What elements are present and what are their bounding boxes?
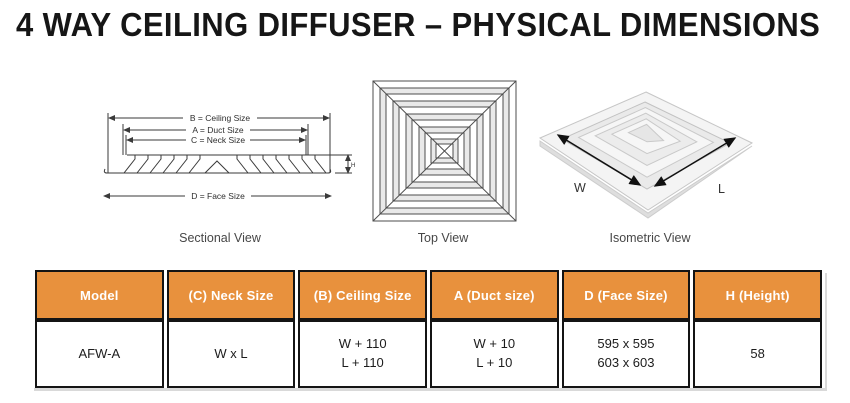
isometric-view-drawing: W L <box>534 86 769 236</box>
duct-size-w: W + 10 <box>473 336 516 352</box>
dim-label-duct-size: A = Duct Size <box>192 125 244 135</box>
height-value: 58 <box>750 345 765 361</box>
top-view-caption: Top View <box>417 231 469 245</box>
cell-duct-size: W + 10 L + 10 <box>429 320 559 388</box>
dim-label-ceiling-size: B = Ceiling Size <box>190 113 251 123</box>
cell-face-size: 595 x 595 603 x 603 <box>561 320 691 388</box>
top-view-drawing <box>372 80 517 222</box>
isometric-view-svg: W L <box>538 91 754 219</box>
table-row: AFW-A W x L W + 110 L + 110 W + 10 L + 1… <box>35 320 822 388</box>
neck-size-value: W x L <box>214 345 248 361</box>
sectional-view-drawing: B = Ceiling Size A = Duct Size C = Neck … <box>95 103 360 203</box>
dim-label-height: H <box>351 163 355 169</box>
model-value: AFW-A <box>78 345 121 361</box>
header-face-size: D (Face Size) <box>561 270 691 320</box>
dim-label-neck-size: C = Neck Size <box>191 135 245 145</box>
ceiling-size-w: W + 110 <box>338 336 387 352</box>
dimensions-table: Model (C) Neck Size (B) Ceiling Size A (… <box>32 270 825 388</box>
iso-width-label: W <box>574 181 586 195</box>
cell-model: AFW-A <box>35 320 164 388</box>
cell-height: 58 <box>693 320 822 388</box>
header-duct-size: A (Duct size) <box>429 270 559 320</box>
page-title: 4 WAY CEILING DIFFUSER – PHYSICAL DIMENS… <box>16 6 821 44</box>
table-header-row: Model (C) Neck Size (B) Ceiling Size A (… <box>35 270 822 320</box>
isometric-view-caption: Isometric View <box>609 231 691 245</box>
duct-size-l: L + 10 <box>476 355 513 370</box>
dim-label-face-size: D = Face Size <box>191 191 245 201</box>
cell-neck-size: W x L <box>166 320 296 388</box>
top-view-svg <box>372 80 517 222</box>
sectional-view-svg: B = Ceiling Size A = Duct Size C = Neck … <box>103 112 355 201</box>
cell-ceiling-size: W + 110 L + 110 <box>298 320 427 388</box>
header-height: H (Height) <box>693 270 822 320</box>
sectional-view-caption: Sectional View <box>179 231 261 245</box>
header-model: Model <box>35 270 164 320</box>
face-size-2: 603 x 603 <box>597 355 655 370</box>
header-ceiling-size: (B) Ceiling Size <box>298 270 427 320</box>
face-size-1: 595 x 595 <box>597 336 655 352</box>
header-neck-size: (C) Neck Size <box>166 270 296 320</box>
ceiling-size-l: L + 110 <box>341 355 384 370</box>
iso-length-label: L <box>718 182 725 196</box>
